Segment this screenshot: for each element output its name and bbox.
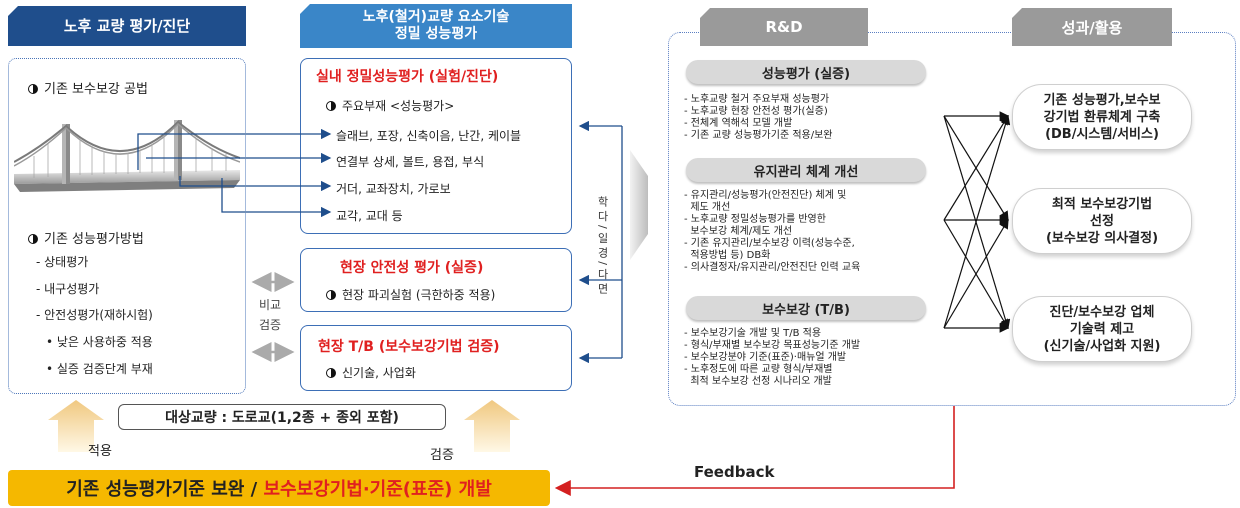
left-item-2: - 내구성평가 <box>36 282 100 296</box>
result-3-line-2: 기술력 제고 <box>1069 321 1135 337</box>
field-tb-item-label: 신기술, 사업화 <box>342 366 416 380</box>
middle-header-line2: 정밀 성능평가 <box>394 26 478 42</box>
rd-group-3-lines: - 보수보강기술 개발 및 T/B 적용 - 형식/부재별 보수보강 목표성능기… <box>684 328 860 388</box>
left-header-label: 노후 교량 평가/진단 <box>63 17 191 35</box>
rd-group-1-lines: - 노후교량 철거 주요부재 성능평가 - 노후교량 현장 안전성 평가(실증)… <box>684 94 833 142</box>
middle-header-line1: 노후(철거)교량 요소기술 <box>362 9 510 25</box>
rd-header-label: R&D <box>765 18 803 36</box>
indoor-eval-box <box>300 58 572 234</box>
indoor-eval-sub-label: 주요부재 <성능평가> <box>342 99 455 113</box>
indoor-eval-title: 실내 정밀성능평가 (실험/진단) <box>316 69 499 85</box>
rd-line: 제도 개선 <box>684 202 731 213</box>
field-tb-item: 신기술, 사업화 <box>326 364 416 381</box>
result-1-line-2: 강기법 환류체계 구축 <box>1043 109 1161 125</box>
results-header: 성과/활용 <box>1012 8 1172 46</box>
left-section1-label: 기존 보수보강 공법 <box>44 82 148 97</box>
field-safety-box <box>300 248 572 312</box>
result-2-line-3: (보수보강 의사결정) <box>1045 230 1159 246</box>
rd-line: - 기존 교량 성능평가기준 적용/보완 <box>684 130 833 141</box>
half-circle-icon <box>326 368 336 378</box>
rd-line: - 전체계 역해석 모델 개발 <box>684 118 793 129</box>
left-section2-label: 기존 성능평가방법 <box>44 232 144 247</box>
indoor-item-3: 거더, 교좌장치, 가로보 <box>336 182 451 196</box>
field-safety-title: 현장 안전성 평가 (실증) <box>340 260 484 276</box>
result-1-line-3: (DB/시스템/서비스) <box>1045 126 1159 142</box>
half-circle-icon <box>28 234 38 244</box>
rd-group-1-title: 성능평가 (실증) <box>686 60 926 84</box>
rd-line: - 보수보강분야 기준(표준)·매뉴얼 개발 <box>684 352 847 363</box>
rd-line: - 노후교량 현장 안전성 평가(실증) <box>684 106 828 117</box>
result-2-line-1: 최적 보수보강기법 <box>1051 196 1153 212</box>
result-2-line-2: 선정 <box>1090 213 1114 229</box>
result-item-1: 기존 성능평가,보수보 강기법 환류체계 구축 (DB/시스템/서비스) <box>1012 84 1192 150</box>
half-circle-icon <box>326 290 336 300</box>
result-item-2: 최적 보수보강기법 선정 (보수보강 의사결정) <box>1012 188 1192 254</box>
result-1-line-1: 기존 성능평가,보수보 <box>1043 92 1161 108</box>
rd-line: - 노후정도에 따른 교량 형식/부재별 <box>684 364 833 375</box>
feedback-vertical-label: 학 다 / 일 경 / 다 면 <box>596 196 609 294</box>
rd-line: - 형식/부재별 보수보강 목표성능기준 개발 <box>684 340 861 351</box>
bottom-goal-bar: 기존 성능평가기준 보완 / 보수보강기법·기준(표준) 개발 <box>8 470 550 506</box>
left-subitem-2: • 실증 검증단계 부재 <box>46 362 153 376</box>
left-section1: 기존 보수보강 공법 <box>28 78 148 97</box>
target-bridge-label: 대상교량 : 도로교(1,2종 + 종외 포함) <box>165 410 399 426</box>
rd-line: - 노후교량 정밀성능평가를 반영한 <box>684 214 826 225</box>
verify-small-label: 검증 <box>259 318 282 332</box>
compare-label: 비교 <box>259 298 282 312</box>
rd-line: - 보수보강기술 개발 및 T/B 적용 <box>684 328 822 339</box>
rd-to-results-connectors <box>943 111 1011 333</box>
result-item-3: 진단/보수보강 업체 기술력 제고 (신기술/사업화 지원) <box>1012 296 1192 362</box>
field-tb-title: 현장 T/B (보수보강기법 검증) <box>318 339 500 355</box>
rd-line: - 의사결정자/유지관리/안전진단 인력 교육 <box>684 262 861 273</box>
left-header: 노후 교량 평가/진단 <box>8 6 246 46</box>
rd-line: 적용방법 등) DB화 <box>684 250 771 261</box>
feedback-label: Feedback <box>694 463 775 481</box>
results-header-label: 성과/활용 <box>1061 18 1123 37</box>
rd-line: - 노후교량 철거 주요부재 성능평가 <box>684 94 830 105</box>
rd-group-2-lines: - 유지관리/성능평가(안전진단) 체계 및 제도 개선 - 노후교량 정밀성능… <box>684 190 860 274</box>
verify-label: 검증 <box>430 448 454 463</box>
rd-group-2-title-label: 유지관리 체계 개선 <box>753 164 859 180</box>
rd-header: R&D <box>700 8 868 46</box>
half-circle-icon <box>326 101 336 111</box>
apply-label: 적용 <box>88 444 112 459</box>
field-safety-item: 현장 파괴실험 (극한하중 적용) <box>326 286 495 303</box>
left-subitem-1: • 낮은 사용하중 적용 <box>46 335 153 349</box>
feedback-arrow <box>554 406 955 496</box>
bridge-illustration <box>14 120 240 192</box>
result-3-line-1: 진단/보수보강 업체 <box>1049 304 1155 320</box>
indoor-eval-sub: 주요부재 <성능평가> <box>326 97 454 114</box>
bottom-goal-part2: 보수보강기법·기준(표준) 개발 <box>263 479 492 500</box>
field-safety-item-label: 현장 파괴실험 (극한하중 적용) <box>342 288 496 302</box>
left-connectors <box>48 120 648 452</box>
left-panel <box>8 58 246 394</box>
rd-group-3-title: 보수보강 (T/B) <box>686 296 926 320</box>
rd-line: 보수보강 체계/제도 개선 <box>684 226 793 237</box>
left-item-3: - 안전성평가(재하시험) <box>36 308 153 322</box>
rd-line: - 기존 유지관리/보수보강 이력(성능수준, <box>684 238 855 249</box>
rd-group-3-title-label: 보수보강 (T/B) <box>762 302 850 318</box>
field-tb-box <box>300 325 572 391</box>
rd-group-1-title-label: 성능평가 (실증) <box>761 66 851 82</box>
indoor-item-1: 슬래브, 포장, 신축이음, 난간, 케이블 <box>336 129 522 143</box>
rd-line: 최적 보수보강 선정 시나리오 개발 <box>684 376 832 387</box>
indoor-item-2: 연결부 상세, 볼트, 용접, 부식 <box>336 155 485 169</box>
result-3-line-3: (신기술/사업화 지원) <box>1043 338 1161 354</box>
left-item-1: - 상태평가 <box>36 255 89 269</box>
indoor-item-4: 교각, 교대 등 <box>336 209 403 223</box>
target-bridge-box: 대상교량 : 도로교(1,2종 + 종외 포함) <box>118 404 446 430</box>
rd-group-2-title: 유지관리 체계 개선 <box>686 158 926 182</box>
middle-header: 노후(철거)교량 요소기술 정밀 성능평가 <box>300 4 572 48</box>
rd-line: - 유지관리/성능평가(안전진단) 체계 및 <box>684 190 847 201</box>
bottom-goal-part1: 기존 성능평가기준 보완 / <box>66 479 264 500</box>
half-circle-icon <box>28 84 38 94</box>
left-section2: 기존 성능평가방법 <box>28 228 144 247</box>
